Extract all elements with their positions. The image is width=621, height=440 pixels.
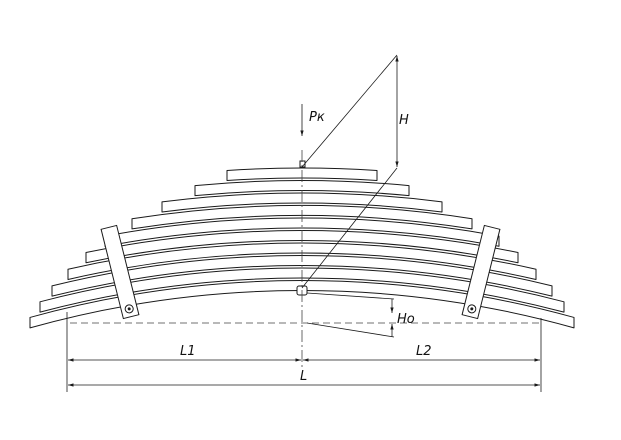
total-span-label: L — [300, 369, 307, 384]
camber-label: Ho — [397, 312, 415, 327]
spring-leaf — [29, 280, 575, 329]
spring-leaf — [194, 179, 410, 197]
spring-leaf — [67, 242, 537, 280]
height-label: H — [399, 113, 409, 128]
load-label: Pк — [309, 110, 325, 125]
left-clamp — [100, 224, 140, 320]
spring-leaves — [29, 167, 575, 329]
spring-leaf — [51, 255, 553, 297]
spring-leaf — [85, 229, 519, 264]
spring-leaf — [161, 192, 443, 213]
spring-leaf — [131, 205, 473, 230]
right-span-label: L2 — [416, 344, 432, 359]
spring-leaf — [39, 267, 565, 313]
camber-ext-upper — [306, 292, 395, 300]
left-span-label: L1 — [180, 344, 196, 359]
right-clamp — [461, 224, 501, 320]
camber-ext-lower — [306, 322, 395, 338]
construction-line-lower — [301, 167, 398, 289]
spring-leaf — [104, 217, 500, 247]
construction-line-upper — [301, 54, 398, 168]
